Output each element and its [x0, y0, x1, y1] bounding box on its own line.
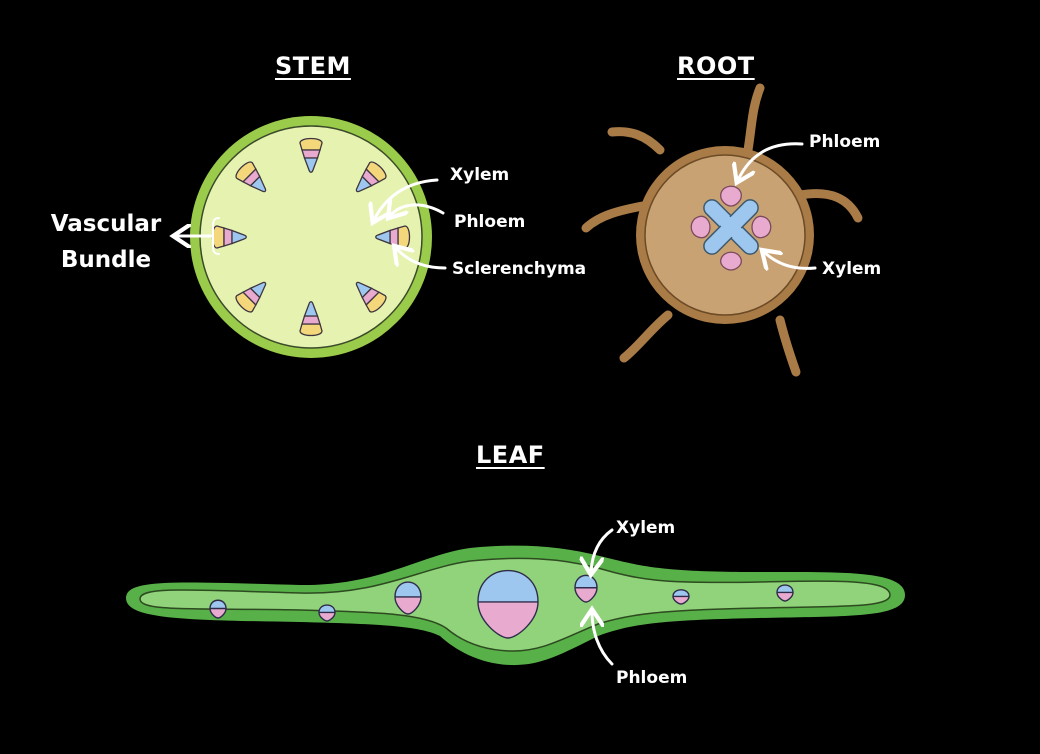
stem-xylem-arrow [374, 178, 439, 220]
stem-arrows [176, 178, 447, 270]
stem-vascular-bundle [375, 225, 411, 249]
stem-vascular-bundle [355, 281, 387, 313]
leaf-phloem-label: Phloem [616, 668, 688, 688]
stem-phloem-arrow [390, 205, 445, 216]
xylem-layer [478, 570, 538, 602]
stem-vascular-bundle [211, 225, 247, 249]
stem-bundles [211, 137, 411, 337]
stem-sclerenchyma-label: Sclerenchyma [452, 259, 587, 279]
phloem-layer [478, 601, 538, 638]
phloem-layer [223, 227, 233, 247]
root-xylem-label: Xylem [822, 259, 882, 279]
xylem-layer [319, 605, 335, 613]
leaf-vascular-bundle [318, 604, 336, 622]
vascular-bundle-label-line2: Bundle [60, 247, 152, 273]
xylem-layer [210, 600, 226, 609]
root-hairs [581, 83, 863, 377]
sclerenchyma-layer [397, 225, 411, 249]
stem-cross-section [190, 116, 432, 358]
stem-vascular-bundle [235, 161, 267, 193]
sclerenchyma-layer [299, 323, 323, 337]
stem-vascular-bundle [299, 137, 323, 173]
root-cross-section [581, 83, 863, 377]
bundle-outline [394, 581, 422, 615]
root-xylem [703, 199, 759, 255]
leaf-cross-section [126, 545, 905, 666]
leaf-arrows [591, 528, 614, 666]
bundle-outline [318, 604, 336, 622]
leaf-vascular-bundle [477, 569, 539, 639]
leaf-vascular-bundle [394, 581, 422, 615]
xylem-layer [231, 229, 247, 245]
sclerenchyma-layer [365, 161, 387, 183]
xylem-layer [249, 175, 267, 193]
leaf-xylem-arrow [591, 528, 614, 572]
xylem-layer [355, 281, 373, 299]
phloem-layer [301, 149, 321, 159]
xylem-layer [355, 175, 373, 193]
bundle-outline [776, 584, 794, 602]
stem-vascular-bundle [355, 161, 387, 193]
xylem-layer [249, 281, 267, 299]
xylem-layer [395, 582, 421, 597]
sclerenchyma-layer [211, 225, 225, 249]
sclerenchyma-layer [365, 291, 387, 313]
sclerenchyma-layer [235, 161, 257, 183]
leaf-phloem-arrow [592, 612, 614, 666]
root-phloem-label: Phloem [809, 132, 881, 152]
vascular-bundle-label-line1: Vascular [50, 211, 162, 237]
leaf-xylem-label: Xylem [616, 518, 676, 538]
vascular-bundle-label: Vascular Bundle [46, 206, 166, 278]
leaf-vascular-bundle [209, 599, 227, 619]
root-phloem-arrow [738, 142, 804, 180]
leaf-title: LEAF [476, 441, 545, 469]
stem-title: STEM [275, 52, 351, 80]
root-title: ROOT [677, 52, 755, 80]
root-arrows [738, 142, 817, 269]
xylem-layer [303, 301, 319, 317]
stem-xylem-label: Xylem [450, 165, 510, 185]
xylem-layer [303, 157, 319, 173]
leaf-vascular-bundle [776, 584, 794, 602]
stem-sclerenchyma-arrow [396, 248, 447, 270]
root-xylem-arrow [764, 252, 817, 268]
bundle-outline [209, 599, 227, 619]
xylem-layer [673, 589, 689, 597]
stem-vascular-bundle [235, 281, 267, 313]
bundle-outline [672, 589, 690, 605]
phloem-layer [301, 315, 321, 325]
root-phloem [690, 185, 772, 271]
phloem-layer [389, 227, 399, 247]
sclerenchyma-layer [299, 137, 323, 151]
stem-phloem-label: Phloem [454, 212, 526, 232]
xylem-layer [375, 229, 391, 245]
leaf-vascular-bundle [672, 589, 690, 605]
xylem-layer [777, 585, 793, 593]
stem-vascular-bundle [299, 301, 323, 337]
vascular-bundle-brace [212, 217, 220, 255]
sclerenchyma-layer [235, 291, 257, 313]
bundle-outline [477, 569, 539, 639]
